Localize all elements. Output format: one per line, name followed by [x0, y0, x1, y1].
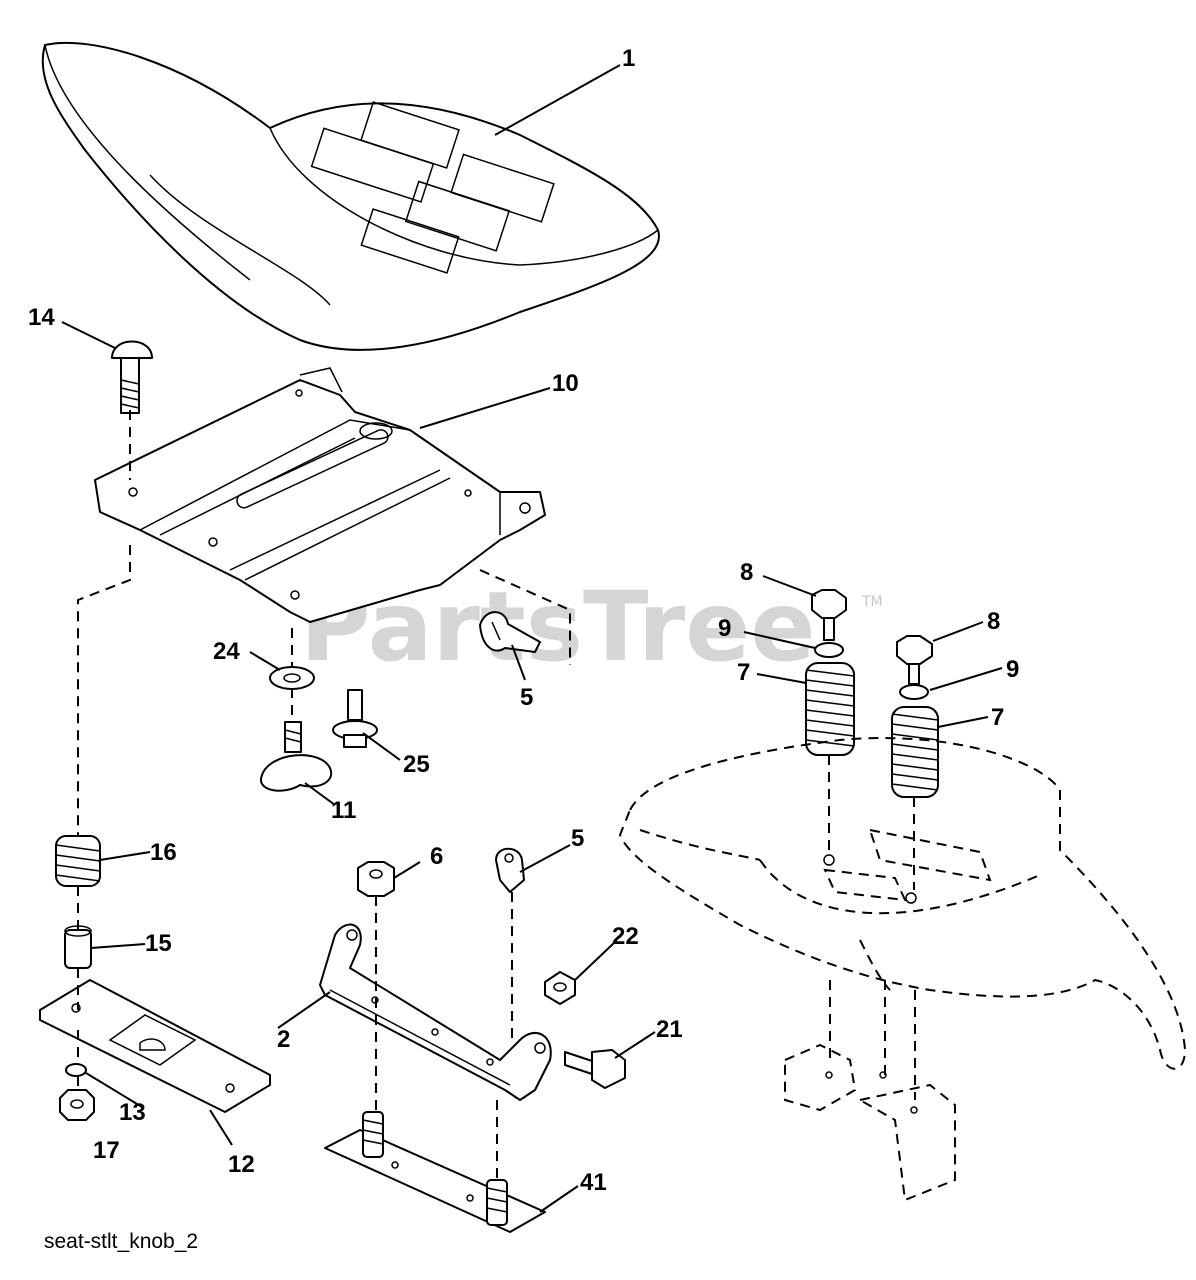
knob-part-11[interactable] — [259, 721, 333, 792]
clip-part-5-upper[interactable] — [479, 611, 541, 653]
diagram-caption: seat-stlt_knob_2 — [44, 1230, 198, 1253]
callout-5a: 5 — [520, 684, 533, 711]
callout-9a: 9 — [718, 615, 731, 642]
callout-41: 41 — [580, 1169, 607, 1196]
plate-part-12[interactable] — [39, 979, 271, 1113]
spring-part-7-right[interactable] — [891, 706, 939, 798]
callout-8b: 8 — [987, 608, 1000, 635]
callout-12: 12 — [228, 1151, 255, 1178]
flange-nut-part-17[interactable] — [59, 1089, 95, 1121]
callout-6: 6 — [430, 843, 443, 870]
callout-22: 22 — [612, 923, 639, 950]
clip-part-5-lower[interactable] — [495, 847, 525, 893]
seat-pan-part-10[interactable] — [94, 367, 546, 623]
callout-25: 25 — [403, 751, 430, 778]
nut-part-6[interactable] — [357, 861, 395, 897]
callout-9b: 9 — [1006, 656, 1019, 683]
callout-16: 16 — [150, 839, 177, 866]
callout-13: 13 — [119, 1099, 146, 1126]
bolt-part-21[interactable] — [564, 1049, 626, 1089]
fender-assembly — [618, 737, 1187, 1202]
carriage-bolt-part-14[interactable] — [111, 340, 153, 414]
nut-part-13[interactable] — [65, 1063, 87, 1077]
nut-part-22[interactable] — [544, 971, 576, 1005]
spring-part-7-left[interactable] — [805, 662, 855, 756]
spacer-part-15[interactable] — [64, 925, 92, 969]
plate-part-41[interactable] — [324, 1111, 546, 1233]
spring-part-16[interactable] — [55, 835, 101, 887]
callout-17: 17 — [93, 1137, 120, 1164]
leader-lines — [61, 64, 1003, 1213]
washer-part-9-left[interactable] — [814, 642, 844, 658]
alignment-lines — [77, 410, 915, 1180]
callout-7b: 7 — [991, 704, 1004, 731]
watermark-trademark: TM — [861, 594, 883, 610]
callout-labels: 1 14 10 24 5 25 11 8 9 7 8 9 7 16 6 5 15… — [28, 45, 1019, 1196]
callout-21: 21 — [656, 1016, 683, 1043]
callout-5b: 5 — [571, 825, 584, 852]
callout-11: 11 — [331, 797, 356, 824]
callout-2: 2 — [277, 1026, 290, 1053]
callout-1: 1 — [622, 45, 635, 72]
washer-part-9-right[interactable] — [899, 684, 929, 700]
seat-cushion-pads — [310, 101, 555, 274]
bracket-part-2[interactable] — [319, 923, 552, 1101]
callout-7a: 7 — [737, 659, 750, 686]
callout-14: 14 — [28, 304, 55, 331]
bolt-part-8-right[interactable] — [896, 635, 933, 685]
callout-24: 24 — [213, 638, 240, 665]
seat-part-1[interactable] — [41, 41, 660, 351]
callout-8a: 8 — [740, 559, 753, 586]
callout-15: 15 — [145, 930, 172, 957]
bolt-part-8-left[interactable] — [811, 589, 847, 641]
callout-10: 10 — [552, 370, 579, 397]
washer-part-24[interactable] — [269, 666, 315, 690]
